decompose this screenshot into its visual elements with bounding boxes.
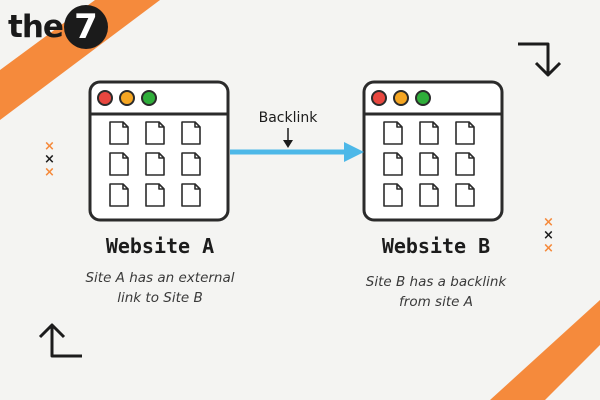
page-icon: [383, 121, 403, 145]
page-icon: [419, 152, 439, 176]
orange-stripe-top-left: [0, 0, 160, 120]
backlink-label: Backlink: [258, 110, 318, 126]
cross-icon: ×: [44, 165, 55, 180]
cross-icon: ×: [543, 228, 554, 243]
minimize-dot-icon: [119, 90, 135, 106]
page-grid: [109, 121, 201, 207]
minimize-dot-icon: [393, 90, 409, 106]
cross-decoration-right: × × ×: [543, 216, 554, 255]
backlink-arrow: [230, 128, 364, 162]
page-icon: [181, 121, 201, 145]
page-icon: [455, 152, 475, 176]
cross-decoration-left: × × ×: [44, 140, 55, 179]
page-icon: [419, 121, 439, 145]
page-icon: [455, 121, 475, 145]
maximize-dot-icon: [415, 90, 431, 106]
page-icon: [455, 183, 475, 207]
close-dot-icon: [97, 90, 113, 106]
website-a-title: Website A: [105, 234, 215, 258]
page-icon: [181, 152, 201, 176]
cross-icon: ×: [44, 152, 55, 167]
page-icon: [383, 152, 403, 176]
page-icon: [419, 183, 439, 207]
page-icon: [145, 152, 165, 176]
page-icon: [145, 121, 165, 145]
logo-text: the: [8, 9, 64, 45]
corner-arrow-up-icon: [38, 323, 82, 358]
cross-icon: ×: [44, 139, 55, 154]
page-icon: [383, 183, 403, 207]
website-b-description: Site B has a backlink from site A: [365, 274, 507, 310]
page-icon: [145, 183, 165, 207]
brand-logo: the 7: [8, 4, 108, 50]
orange-stripe-bottom-right: [490, 300, 600, 400]
website-a-window-icon: [88, 80, 230, 222]
website-b-title: Website B: [381, 234, 491, 258]
page-icon: [109, 121, 129, 145]
close-dot-icon: [371, 90, 387, 106]
maximize-dot-icon: [141, 90, 157, 106]
corner-arrow-down-icon: [518, 42, 562, 77]
page-grid: [383, 121, 475, 207]
website-a-description: Site A has an external link to Site B: [85, 270, 235, 306]
page-icon: [109, 152, 129, 176]
cross-icon: ×: [543, 215, 554, 230]
cross-icon: ×: [543, 241, 554, 256]
page-icon: [109, 183, 129, 207]
logo-badge: 7: [63, 5, 108, 49]
page-icon: [181, 183, 201, 207]
website-b-window-icon: [362, 80, 504, 222]
